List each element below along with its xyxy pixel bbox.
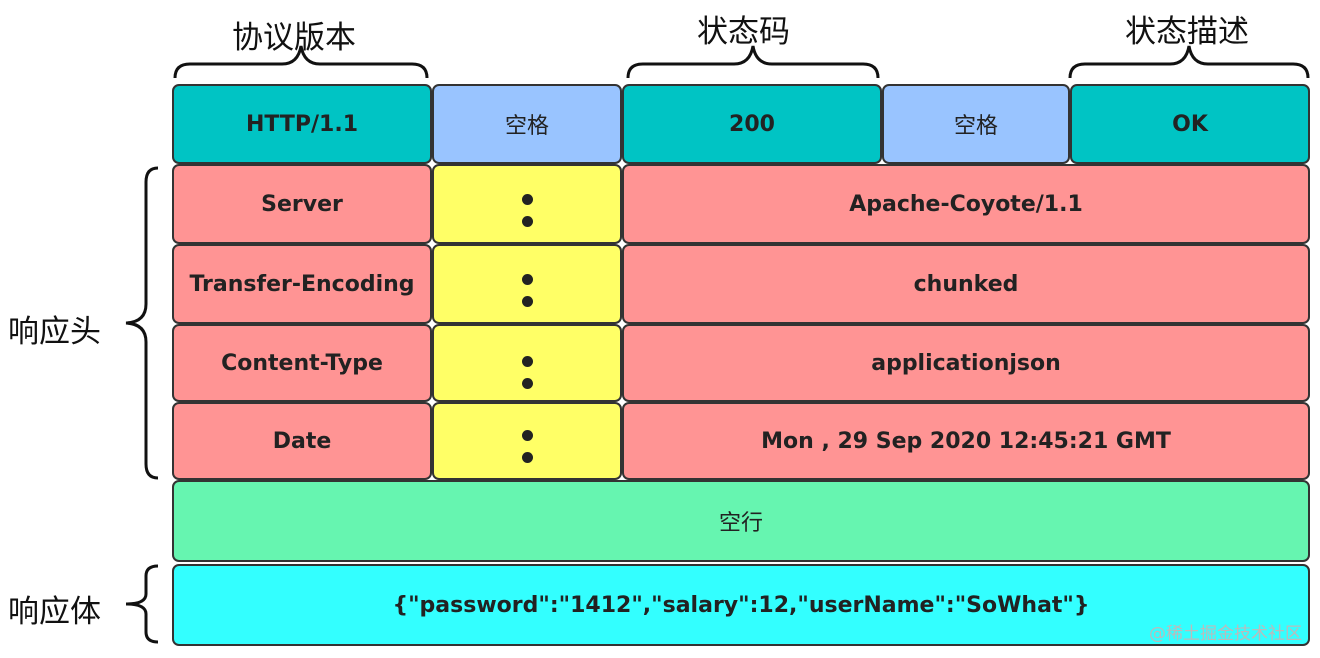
space-cell-2: 空格	[882, 84, 1070, 164]
header-name-date: Date	[172, 402, 432, 480]
status-code-cell: 200	[622, 84, 882, 164]
colon-dot	[522, 430, 533, 441]
status-description-brace	[1068, 45, 1310, 79]
status-description-cell: OK	[1070, 84, 1310, 164]
response-header-brace	[125, 166, 159, 480]
colon-dot	[522, 274, 533, 285]
response-body-label: 响应体	[8, 594, 101, 630]
colon-cell	[432, 402, 622, 480]
protocol-version-brace	[173, 45, 429, 79]
colon-dot	[522, 194, 533, 205]
header-value-server: Apache-Coyote/1.1	[622, 164, 1310, 244]
status-code-label: 状态码	[697, 14, 790, 50]
response-body-row: {"password":"1412","salary":12,"userName…	[172, 564, 1310, 646]
response-header-label: 响应头	[8, 314, 101, 350]
colon-dot	[522, 296, 533, 307]
status-code-brace	[626, 45, 880, 79]
header-name-server: Server	[172, 164, 432, 244]
colon-dot	[522, 378, 533, 389]
space-cell-1: 空格	[432, 84, 622, 164]
header-value-date: Mon , 29 Sep 2020 12:45:21 GMT	[622, 402, 1310, 480]
colon-dot	[522, 216, 533, 227]
watermark: @稀土掘金技术社区	[1149, 624, 1302, 644]
header-value-content-type: applicationjson	[622, 324, 1310, 402]
colon-dot	[522, 452, 533, 463]
colon-cell	[432, 324, 622, 402]
colon-cell	[432, 244, 622, 324]
response-body-brace	[125, 564, 159, 644]
header-name-content-type: Content-Type	[172, 324, 432, 402]
status-description-label: 状态描述	[1125, 14, 1249, 50]
colon-dot	[522, 356, 533, 367]
header-name-transfer-encoding: Transfer-Encoding	[172, 244, 432, 324]
colon-cell	[432, 164, 622, 244]
protocol-cell: HTTP/1.1	[172, 84, 432, 164]
blank-line-row: 空行	[172, 480, 1310, 562]
protocol-version-label: 协议版本	[232, 20, 356, 56]
header-value-transfer-encoding: chunked	[622, 244, 1310, 324]
